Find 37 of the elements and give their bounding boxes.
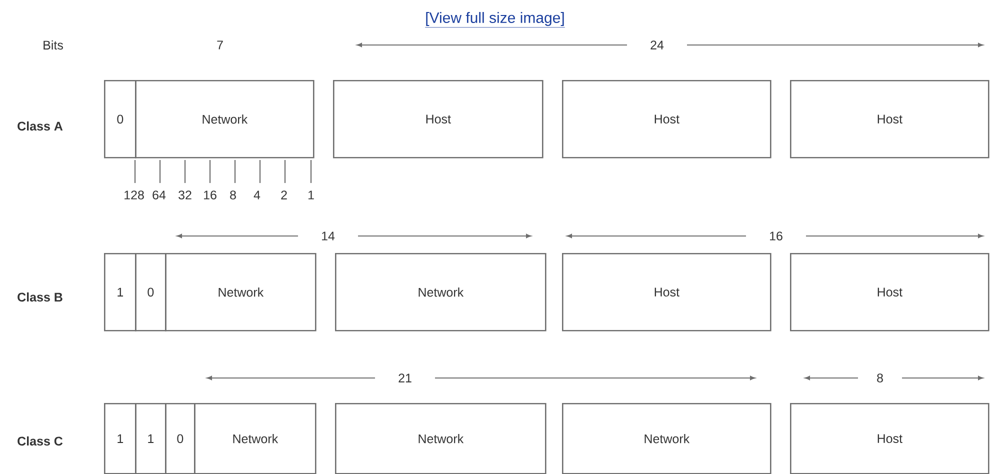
- field-box: Host: [333, 80, 544, 158]
- dimension-label: 24: [650, 40, 664, 50]
- bit-cell: 0: [135, 253, 166, 332]
- bit-weight: 2: [281, 190, 287, 200]
- field-box: Host: [790, 253, 990, 332]
- bit-cell: 0: [104, 80, 136, 158]
- dimension-label: 21: [398, 374, 412, 382]
- field-box: Network: [335, 253, 546, 332]
- bit-weight: 64: [152, 190, 166, 200]
- field-box: Network: [562, 403, 772, 474]
- row-label: Class B: [18, 292, 62, 302]
- field-box: Network: [194, 403, 316, 474]
- field-box: Host: [790, 80, 990, 158]
- bit-weight: 16: [204, 190, 216, 200]
- bit-cell: 1: [104, 403, 136, 474]
- row-label: Class A: [18, 121, 63, 131]
- field-box: Network: [335, 403, 546, 474]
- bit-cell: 1: [104, 253, 136, 332]
- field-box: Host: [562, 80, 772, 158]
- bit-weight: 4: [254, 190, 260, 200]
- bit-cell: 1: [135, 403, 166, 474]
- bit-weight: 32: [178, 190, 192, 200]
- dimension-label: 8: [877, 374, 883, 382]
- bit-cell: 0: [165, 403, 196, 474]
- bit-weight: 1: [308, 190, 314, 200]
- row-label: Class C: [18, 436, 63, 446]
- bit-weight: 8: [230, 190, 236, 200]
- dimension-label: 14: [322, 232, 335, 240]
- field-box: Host: [562, 253, 772, 332]
- dimension-label: 16: [770, 232, 782, 240]
- field-box: Network: [135, 80, 314, 158]
- bit-count: Bits: [44, 40, 63, 50]
- field-box: Host: [790, 403, 990, 474]
- bit-count: 7: [217, 40, 223, 50]
- field-box: Network: [165, 253, 316, 332]
- bit-weight: 128: [124, 190, 144, 200]
- link: [View full size image]: [424, 12, 566, 28]
